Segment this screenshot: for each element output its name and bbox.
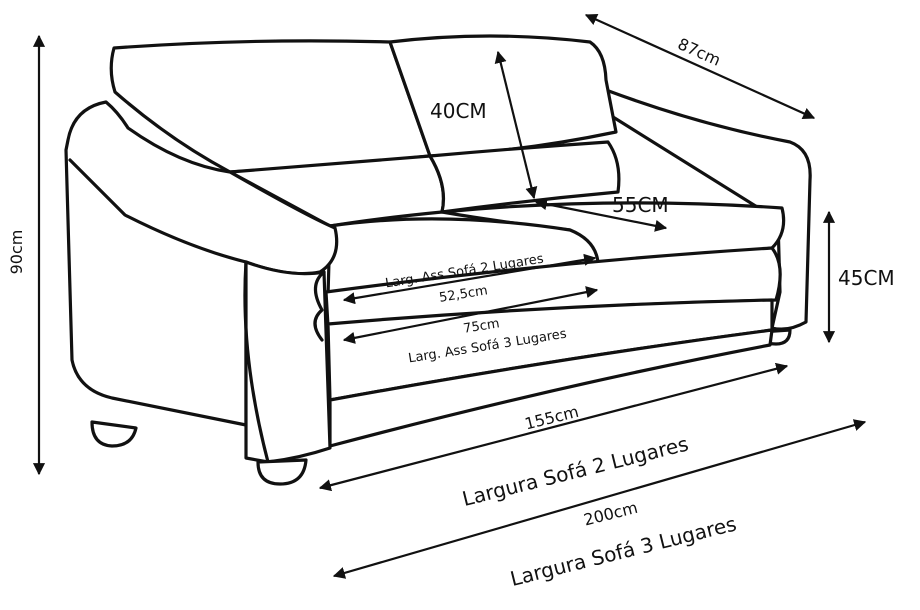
back-cushion-right — [388, 34, 618, 158]
arm-left-inner-curve — [68, 158, 248, 264]
value-width-2: 155cm — [523, 402, 581, 434]
arrow-seat-width-3 — [342, 286, 599, 344]
label-depth: 87cm — [675, 34, 724, 70]
value-seat-width-3: 75cm — [462, 316, 500, 337]
arm-left-front-curve — [243, 260, 270, 464]
dimension-lines — [32, 13, 867, 579]
arm-left-front-panel — [244, 260, 332, 464]
arrow-seat-depth — [534, 198, 668, 232]
arrow-width-3 — [332, 419, 867, 579]
label-seat-height: 45CM — [838, 266, 895, 290]
foot-left-front — [90, 420, 138, 448]
label-seat-depth: 55CM — [612, 193, 669, 217]
label-height-total: 90cm — [7, 230, 26, 275]
lower-back-right — [428, 140, 621, 214]
foot-left-rear — [256, 458, 308, 486]
arm-left-scroll — [313, 270, 326, 342]
label-backrest-height: 40CM — [430, 99, 487, 123]
label-width-3: Largura Sofá 3 Lugares — [508, 511, 739, 590]
arrow-depth — [584, 13, 816, 120]
arrow-backrest-height — [494, 50, 538, 200]
